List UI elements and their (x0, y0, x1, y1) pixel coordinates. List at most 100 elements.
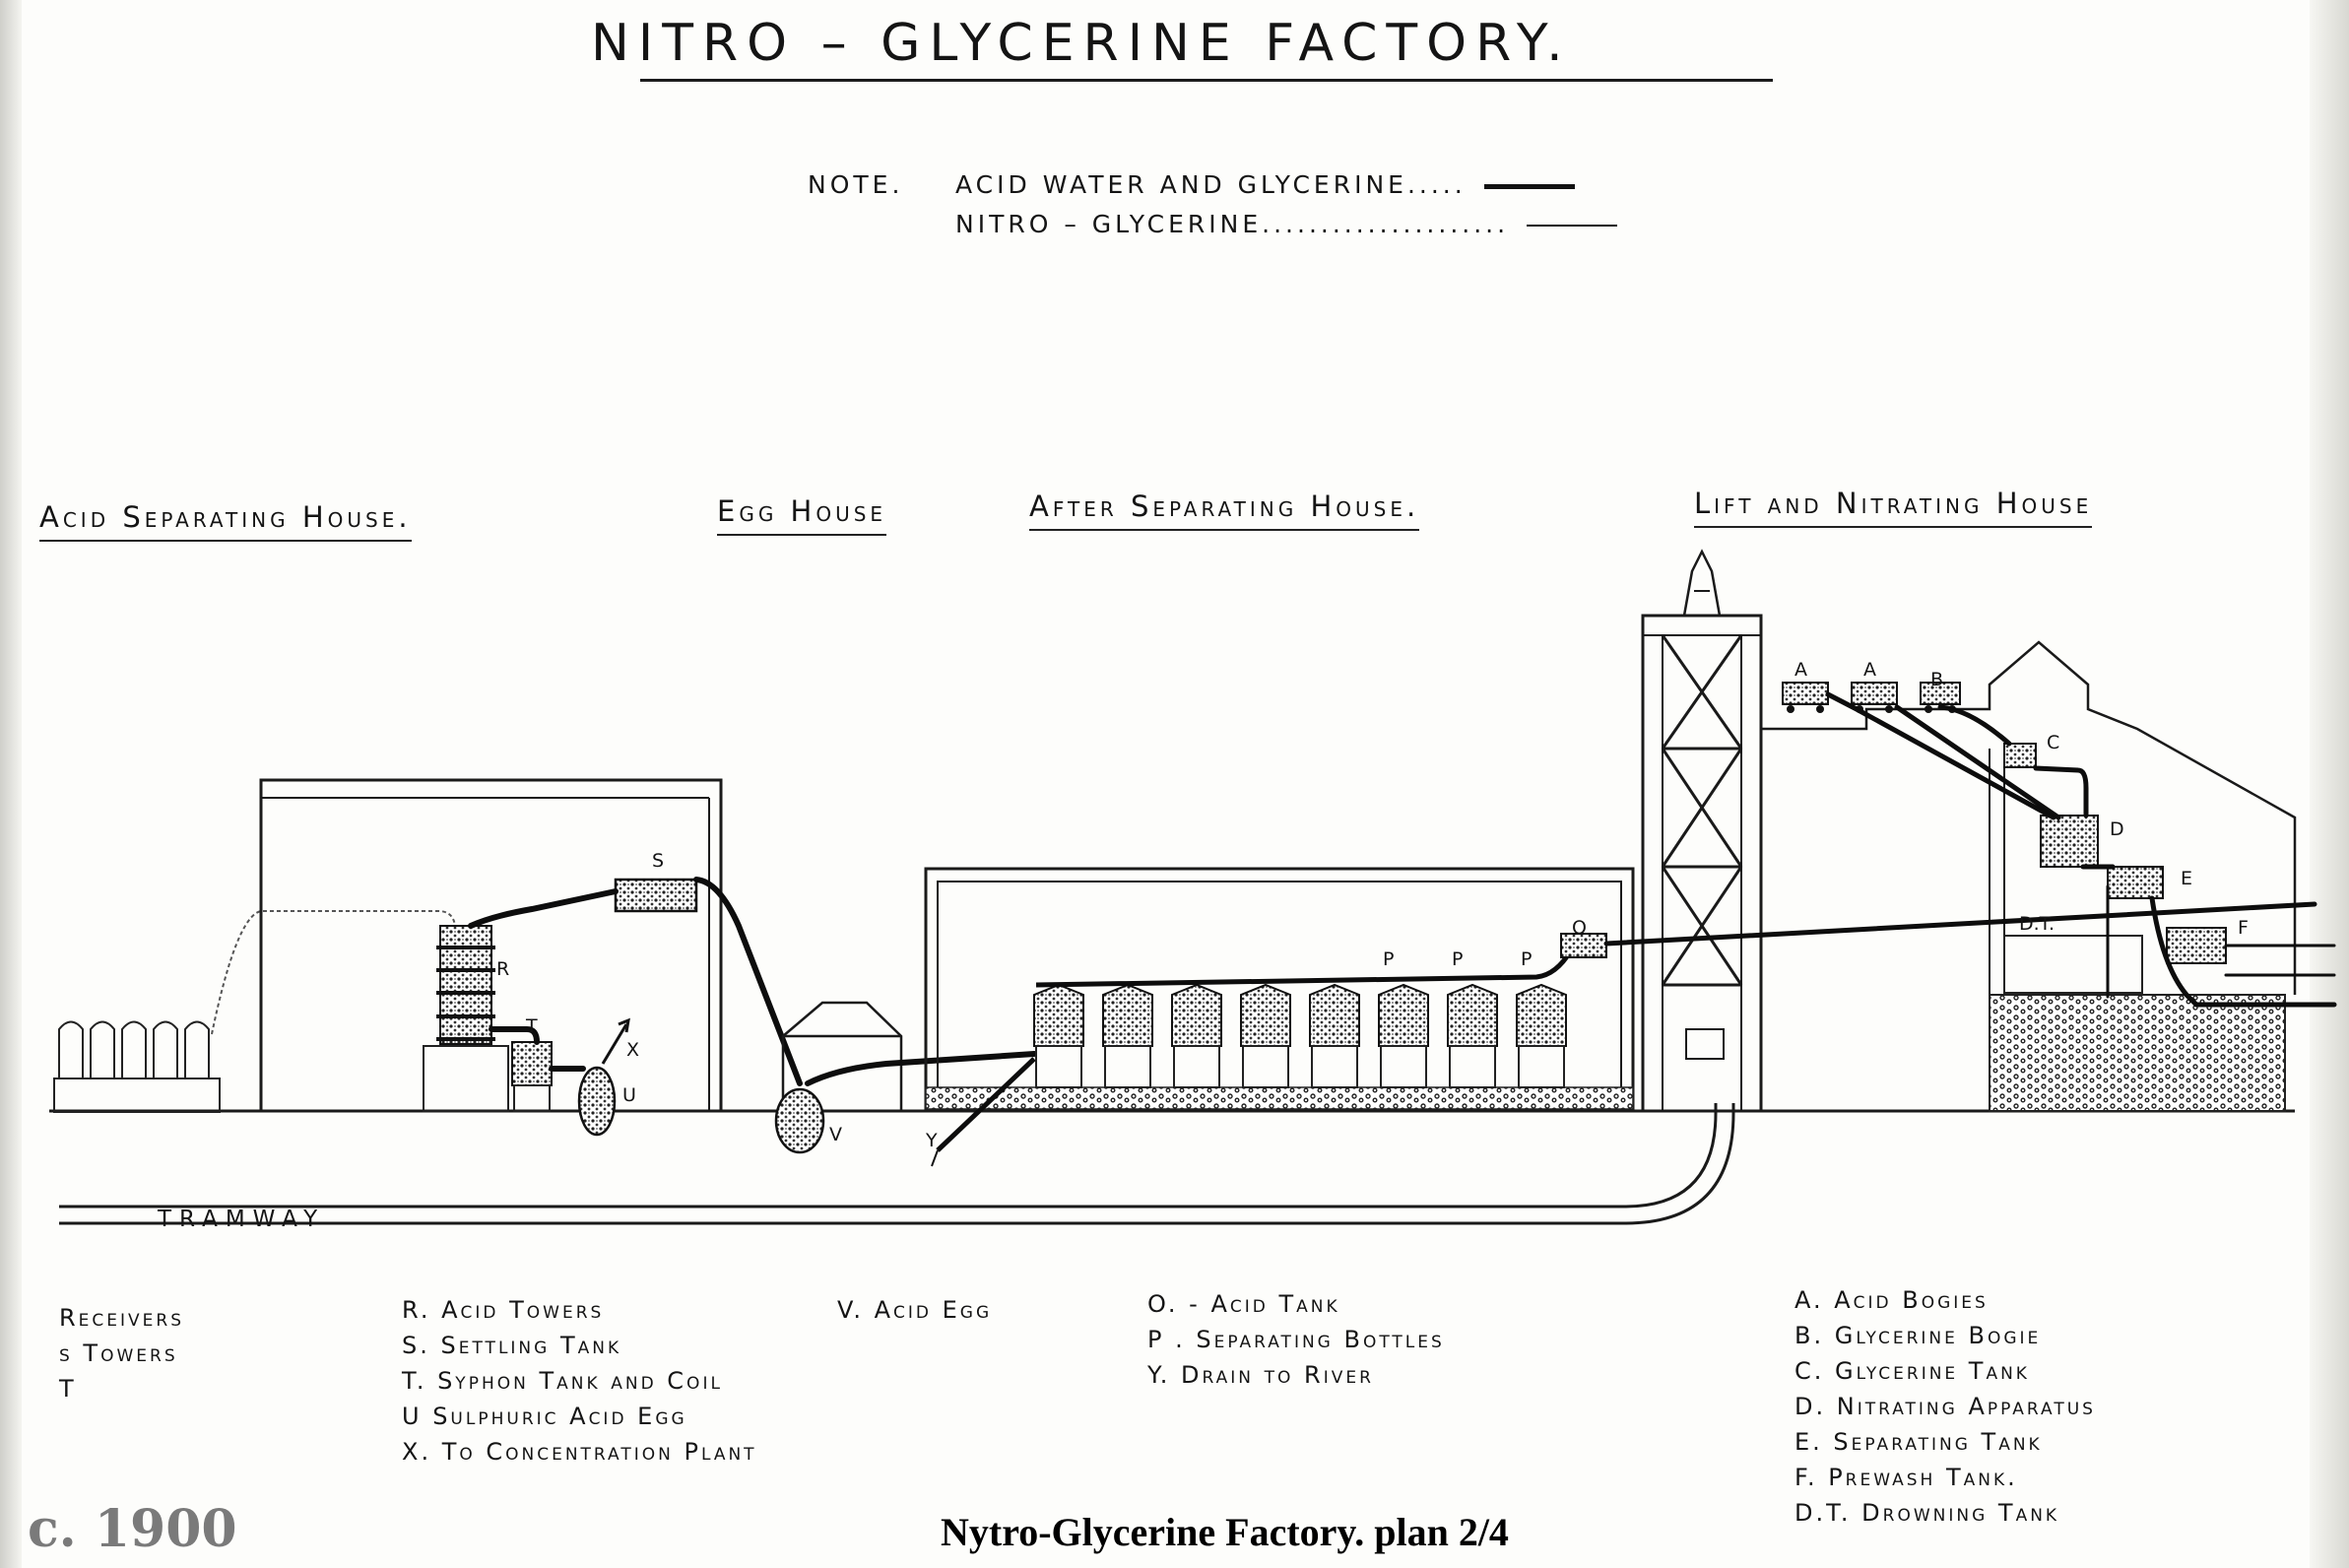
key-col1-item: T (59, 1375, 77, 1403)
label-S: S (652, 850, 664, 872)
glycerine-bogie-B (1920, 682, 1961, 705)
key-col2-item: U Sulphuric Acid Egg (402, 1403, 687, 1430)
pipe-R-to-T (489, 1026, 540, 1045)
key-col-1: Receivers s Towers T (59, 1300, 184, 1406)
settling-tank-S (614, 878, 698, 913)
separating-bottle (1240, 983, 1291, 1088)
key-col2-item: S. Settling Tank (402, 1332, 622, 1359)
pipe-E-to-O (1603, 901, 2317, 947)
pipe-to-towers (211, 910, 456, 1035)
egg-house-building (781, 1001, 903, 1111)
pipe-A-to-D (1825, 691, 2056, 820)
after-separating-house-heading: After Separating House. (1029, 490, 1420, 531)
label-V: V (829, 1124, 842, 1145)
arrow-to-X (601, 1023, 628, 1065)
bogies (1782, 682, 1961, 713)
separating-bottle (1378, 983, 1429, 1088)
label-P1: P (1383, 948, 1394, 970)
pipe-S-to-V (693, 877, 803, 1086)
key-col1-item: s Towers (59, 1339, 178, 1367)
separating-bottle (1171, 983, 1222, 1088)
key-col-2: R. Acid Towers S. Settling Tank T. Sypho… (402, 1292, 757, 1470)
pipe-E-to-F (2149, 895, 2337, 1008)
separating-bottle (1033, 983, 1084, 1088)
note-row-2: NITRO – GLYCERINE..................... (808, 205, 1618, 244)
label-X: X (626, 1039, 639, 1061)
drowning-tank-DT (2003, 935, 2143, 994)
separating-bottle (1447, 983, 1498, 1088)
acid-egg-V (774, 1087, 825, 1154)
label-A1: A (1794, 659, 1807, 681)
pipe-B-to-C (1937, 704, 2012, 747)
acid-separating-house-building (259, 778, 723, 1111)
legend-thin-line (1527, 225, 1618, 227)
key-col-4: O. - Acid Tank P . Separating Bottles Y.… (1147, 1286, 1445, 1393)
sulphuric-acid-egg-U (577, 1066, 617, 1137)
key-col5-item: D. Nitrating Apparatus (1794, 1393, 2096, 1420)
diagram-title: NITRO – GLYCERINE FACTORY. (591, 14, 1572, 73)
label-D: D (2110, 818, 2124, 840)
note-legend: NOTE. ACID WATER AND GLYCERINE..... NITRO… (808, 165, 1618, 244)
label-R: R (496, 958, 509, 980)
label-T: T (525, 1015, 538, 1037)
note-label: NOTE. (808, 170, 904, 199)
note-row-1: NOTE. ACID WATER AND GLYCERINE..... (808, 165, 1617, 205)
label-B: B (1930, 669, 1943, 690)
prewash-tank-F (2166, 927, 2227, 964)
receivers (53, 1020, 221, 1113)
lift-tower (1641, 549, 1763, 1113)
acid-bogie-A2 (1851, 682, 1898, 705)
label-Y: Y (925, 1130, 938, 1151)
label-A2: A (1863, 659, 1876, 681)
label-O: O (1572, 917, 1587, 939)
legend-thick-line (1483, 183, 1575, 189)
nitrating-house-foundation (1989, 994, 2286, 1112)
title-underline (640, 79, 1773, 82)
acid-separating-house-heading: Acid Separating House. (39, 500, 412, 542)
pipe-bottles-header (1035, 933, 1596, 988)
pipe-C-to-D (2033, 765, 2089, 818)
egg-house-heading: Egg House (717, 494, 887, 536)
key-col4-item: Y. Drain to River (1147, 1361, 1374, 1389)
key-col5-item: C. Glycerine Tank (1794, 1357, 2030, 1385)
key-col2-item: R. Acid Towers (402, 1296, 605, 1324)
separating-tank-E (2107, 866, 2164, 899)
label-DT: D.T. (2019, 913, 2055, 935)
separating-bottle (1309, 983, 1360, 1088)
label-F: F (2238, 917, 2249, 939)
caption-date: c. 1900 (28, 1499, 237, 1559)
pipe-R-to-S (468, 888, 619, 929)
scan-edge-right (2310, 0, 2349, 1568)
glycerine-tank-C (2003, 743, 2037, 768)
after-separating-house-building (924, 867, 1635, 1113)
key-col-5: A. Acid Bogies B. Glycerine Bogie C. Gly… (1794, 1282, 2096, 1531)
label-U: U (622, 1084, 636, 1106)
label-C: C (2047, 732, 2059, 753)
key-col5-item: A. Acid Bogies (1794, 1286, 1989, 1314)
label-E: E (2181, 868, 2192, 889)
acid-tank-O (1560, 933, 1607, 958)
pipe-A2-to-D (1894, 704, 2061, 820)
separating-bottles-P (1033, 983, 1567, 1088)
note-line2-text: NITRO – GLYCERINE..................... (955, 210, 1510, 238)
syphon-tank-T (511, 1041, 553, 1112)
separating-bottle (1102, 983, 1153, 1088)
note-line1-text: ACID WATER AND GLYCERINE..... (955, 170, 1467, 199)
key-col4-item: P . Separating Bottles (1147, 1326, 1445, 1353)
key-col3-item: V. Acid Egg (837, 1296, 993, 1324)
tramway-label: TRAMWAY (158, 1207, 326, 1232)
key-col2-item: T. Syphon Tank and Coil (402, 1367, 723, 1395)
pipe-V-to-P (805, 1051, 1037, 1086)
key-col1-item: Receivers (59, 1304, 185, 1332)
key-col5-item: E. Separating Tank (1794, 1428, 2043, 1456)
key-col-3: V. Acid Egg (837, 1292, 992, 1328)
tramway-track (59, 1103, 1735, 1225)
lift-nitrating-house-heading: Lift and Nitrating House (1694, 487, 2093, 528)
drain-pipe-Y (936, 1057, 1036, 1152)
label-P2: P (1452, 948, 1463, 970)
acid-bogie-A1 (1782, 682, 1829, 705)
key-col4-item: O. - Acid Tank (1147, 1290, 1340, 1318)
key-col5-item: B. Glycerine Bogie (1794, 1322, 2042, 1349)
key-col5-item: F. Prewash Tank. (1794, 1464, 2018, 1491)
